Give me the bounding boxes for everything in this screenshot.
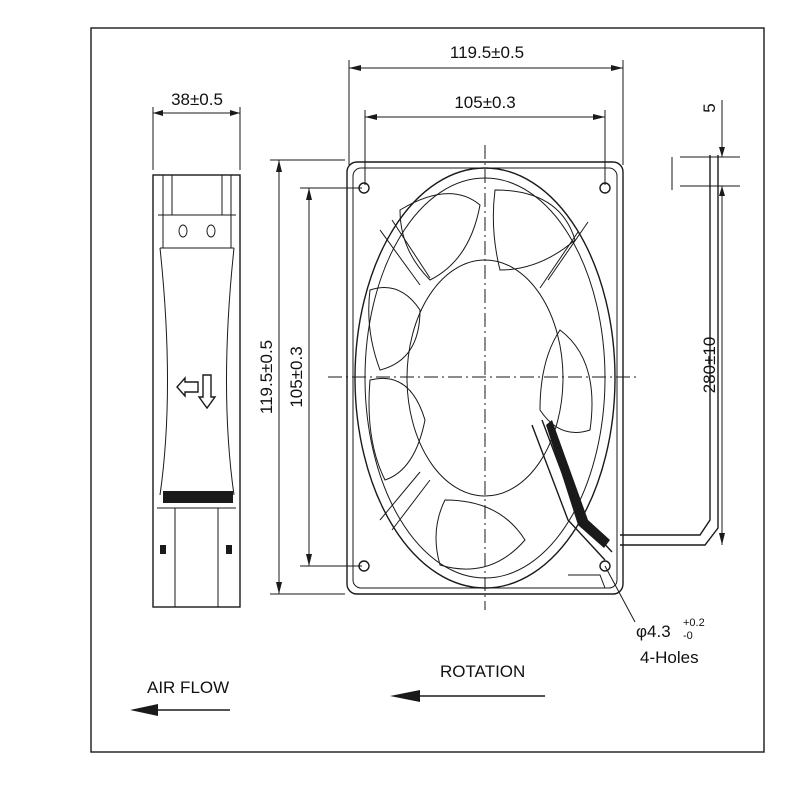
hole-diameter: φ4.3	[636, 622, 671, 641]
mounting-hole-bl	[358, 560, 370, 572]
mounting-hole-tr	[599, 182, 611, 194]
air-flow-indicator: AIR FLOW	[130, 678, 230, 716]
dim-lead-offset: 5	[700, 103, 719, 112]
mounting-hole-br	[599, 560, 611, 572]
side-view: 38±0.5	[152, 90, 241, 608]
hole-count: 4-Holes	[640, 648, 699, 667]
air-flow-label: AIR FLOW	[147, 678, 229, 697]
rotation-label: ROTATION	[440, 662, 525, 681]
dim-frame-height: 119.5±0.5	[257, 340, 276, 414]
rotation-indicator: ROTATION	[390, 662, 545, 702]
mounting-hole-tl	[358, 182, 370, 194]
lead-dimensions: 5 280±10	[671, 100, 740, 545]
front-view: 119.5±0.5 105±0.3 119.5±0.5 105±0.3	[257, 43, 719, 610]
hole-tol-minus: -0	[683, 630, 693, 642]
dim-hole-spacing-v: 105±0.3	[287, 346, 306, 407]
dim-lead-length: 280±10	[700, 337, 719, 394]
hole-callout: φ4.3 +0.2 -0 4-Holes	[604, 565, 705, 667]
dim-frame-width: 119.5±0.5	[450, 43, 524, 62]
hole-tol-plus: +0.2	[683, 617, 705, 629]
dim-hole-spacing-h: 105±0.3	[454, 93, 515, 112]
drawing-border	[90, 27, 765, 753]
dim-side-depth: 38±0.5	[171, 90, 223, 109]
